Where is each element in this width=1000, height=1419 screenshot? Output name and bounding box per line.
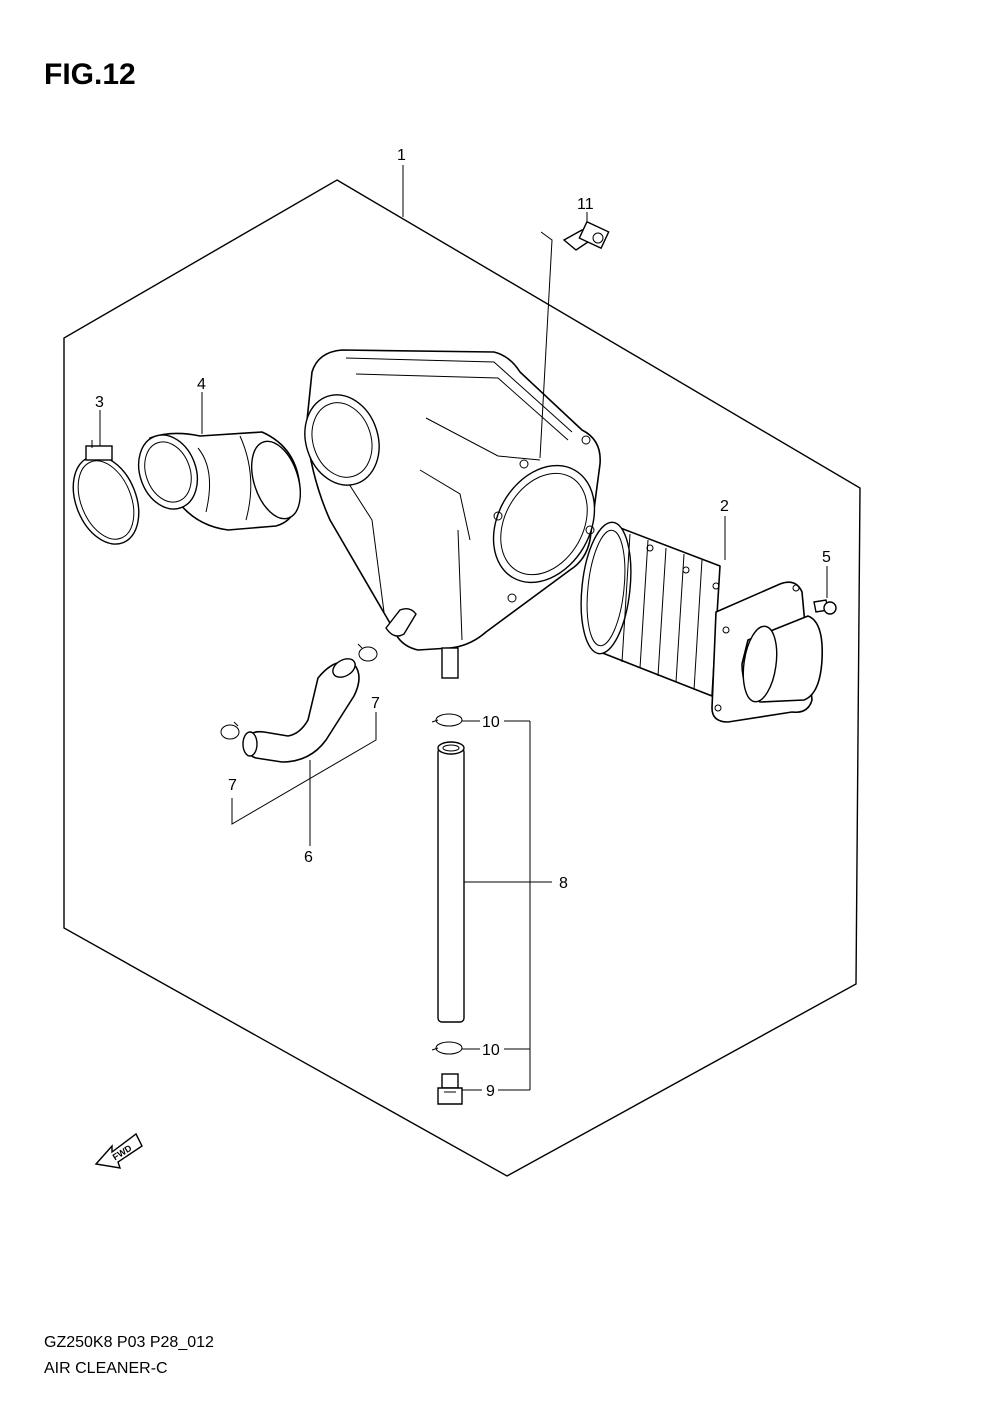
leader-7-group [231, 712, 377, 825]
air-cleaner-box [304, 349, 601, 679]
hose-clamp-7-upper [357, 643, 378, 662]
callout-7-upper: 7 [371, 695, 380, 712]
callout-4: 4 [197, 376, 206, 393]
callout-6: 6 [304, 849, 313, 866]
callout-5: 5 [822, 549, 831, 566]
callout-2: 2 [720, 498, 729, 515]
hose-clamp-7-lower [220, 721, 240, 740]
bolt-11 [562, 220, 610, 251]
clamp-3 [72, 440, 140, 545]
drain-tube-8 [437, 741, 465, 1023]
hose-6 [242, 658, 360, 763]
callout-7-lower: 7 [228, 777, 237, 794]
footer-section-name: AIR CLEANER-C [44, 1360, 168, 1377]
callout-3: 3 [95, 394, 104, 411]
footer-model-code: GZ250K8 P03 P28_012 [44, 1334, 214, 1351]
air-filter-element-2 [580, 521, 824, 723]
callout-1: 1 [397, 147, 406, 164]
screw-5 [813, 599, 837, 615]
callout-9: 9 [486, 1083, 495, 1100]
leader-11-to-box [539, 231, 553, 459]
plug-9 [437, 1073, 463, 1105]
clip-10-lower [431, 1041, 463, 1055]
callout-10-upper: 10 [482, 714, 500, 731]
clip-10-upper [431, 713, 463, 727]
fwd-arrow-icon: FWD [94, 1132, 143, 1169]
callout-11: 11 [577, 196, 594, 213]
intake-joint-4 [137, 431, 302, 531]
figure-title: FIG.12 [44, 58, 136, 91]
callout-10-lower: 10 [482, 1042, 500, 1059]
assembly-boundary [63, 179, 861, 1177]
callout-8: 8 [559, 875, 568, 892]
